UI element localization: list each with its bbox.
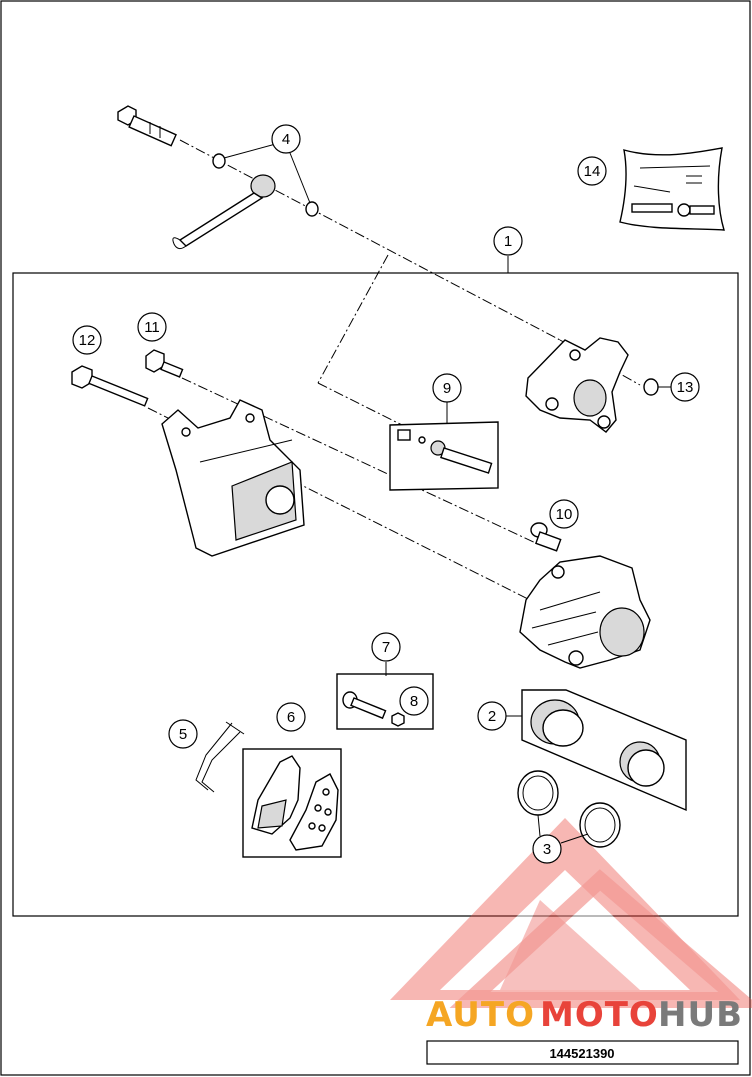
mounting-bolts bbox=[71, 349, 184, 407]
bolt-10 bbox=[530, 522, 562, 552]
callout-label: 9 bbox=[443, 380, 451, 397]
watermark-text-auto: AUTO bbox=[426, 995, 535, 1035]
warning-label bbox=[619, 147, 725, 231]
watermark-text: AUTO MOTO HUB bbox=[426, 995, 743, 1035]
callout-label: 10 bbox=[556, 506, 573, 523]
caliper-bracket bbox=[161, 399, 305, 557]
piston-seals bbox=[517, 770, 621, 848]
callout-label: 4 bbox=[282, 131, 290, 148]
callout-9: 9 bbox=[432, 373, 462, 403]
piston-kit bbox=[521, 689, 687, 812]
callout-7: 7 bbox=[371, 632, 401, 662]
bleed-screw-kit bbox=[389, 421, 499, 491]
watermark-logo bbox=[390, 818, 752, 1008]
brake-line-banjo bbox=[117, 105, 319, 250]
callout-1: 1 bbox=[493, 226, 523, 256]
brake-pads bbox=[242, 748, 342, 858]
callout-label: 3 bbox=[543, 841, 551, 858]
callout-label: 7 bbox=[382, 639, 390, 656]
callout-12: 12 bbox=[72, 325, 102, 355]
watermark-text-hub: HUB bbox=[658, 995, 743, 1035]
callout-11: 11 bbox=[137, 312, 167, 342]
watermark-text-moto: MOTO bbox=[540, 995, 659, 1035]
callout-10: 10 bbox=[549, 499, 579, 529]
callout-3: 3 bbox=[532, 834, 562, 864]
callout-4: 4 bbox=[271, 124, 301, 154]
caliper-half-top bbox=[525, 337, 629, 433]
reference-number: 144521390 bbox=[549, 1046, 614, 1061]
callout-label: 13 bbox=[677, 379, 694, 396]
callout-2: 2 bbox=[477, 701, 507, 731]
callout-label: 8 bbox=[410, 693, 418, 710]
callout-label: 11 bbox=[144, 319, 160, 336]
callout-6: 6 bbox=[276, 702, 306, 732]
reference-box bbox=[426, 1040, 739, 1065]
callout-8: 8 bbox=[399, 686, 429, 716]
spring-clip bbox=[195, 721, 245, 793]
seal-ring-13 bbox=[643, 378, 659, 396]
callout-14: 14 bbox=[577, 156, 607, 186]
callout-label: 12 bbox=[79, 332, 96, 349]
callout-5: 5 bbox=[168, 719, 198, 749]
callout-label: 1 bbox=[504, 233, 512, 250]
callout-label: 14 bbox=[584, 163, 601, 180]
callout-label: 5 bbox=[179, 726, 187, 743]
brake-caliper bbox=[519, 555, 651, 669]
assembly-frame bbox=[12, 272, 739, 917]
callout-13: 13 bbox=[670, 372, 700, 402]
callout-label: 6 bbox=[287, 709, 295, 726]
callout-label: 2 bbox=[488, 708, 496, 725]
